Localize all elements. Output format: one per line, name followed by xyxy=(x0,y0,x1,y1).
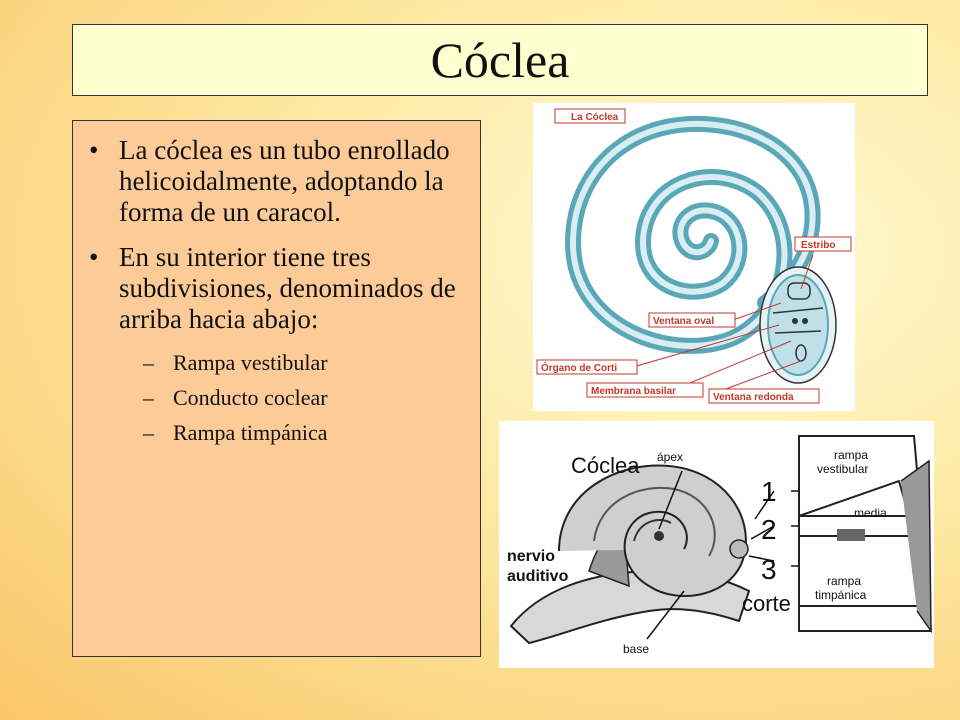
label-organo-corti: Órgano de Corti xyxy=(541,361,617,374)
sub-item: – Rampa vestibular xyxy=(87,349,466,377)
sub-item: – Conducto coclear xyxy=(87,384,466,412)
label-rampa-vestibular-2: vestibular xyxy=(817,462,868,476)
title-box: Cóclea xyxy=(72,24,928,96)
label-number-3: 3 xyxy=(761,554,777,585)
label-ventana-redonda: Ventana redonda xyxy=(713,392,794,403)
label-nervio: nervio xyxy=(507,548,555,565)
dash-icon: – xyxy=(143,385,154,410)
label-rampa-timpanica-2: timpánica xyxy=(815,588,867,602)
cochlea-shell-shape xyxy=(558,464,747,597)
slide-title: Cóclea xyxy=(430,32,570,88)
label-rampa-timpanica-1: rampa xyxy=(827,574,861,588)
label-coclea: Cóclea xyxy=(571,453,640,478)
label-estribo: Estribo xyxy=(801,240,835,251)
cochlea-diagram-image: La Cóclea Estribo Ventana oval Órgano de… xyxy=(533,103,855,411)
label-ventana-oval: Ventana oval xyxy=(653,316,714,327)
label-auditivo: auditivo xyxy=(507,568,569,585)
cochlear-duct-section xyxy=(798,435,933,634)
label-corte: corte xyxy=(742,591,791,616)
cochlea-cross-section xyxy=(759,266,837,384)
bullet-item: • La cóclea es un tubo enrollado helicoi… xyxy=(87,135,466,228)
dash-icon: – xyxy=(143,350,154,375)
dash-icon: – xyxy=(143,420,154,445)
sub-item-text: Rampa timpánica xyxy=(173,420,328,445)
bullet-dot-icon: • xyxy=(89,135,99,165)
sub-item-text: Conducto coclear xyxy=(173,385,328,410)
label-number-2: 2 xyxy=(761,514,777,545)
sub-item-text: Rampa vestibular xyxy=(173,350,328,375)
label-apex: ápex xyxy=(657,450,683,464)
sub-item: – Rampa timpánica xyxy=(87,419,466,447)
bullet-text: La cóclea es un tubo enrollado helicoida… xyxy=(119,135,450,227)
label-media: media xyxy=(854,506,887,520)
bullet-dot-icon: • xyxy=(89,242,99,272)
bullet-text: En su interior tiene tres subdivisiones,… xyxy=(119,242,456,334)
label-la-coclea: La Cóclea xyxy=(571,112,619,123)
label-membrana-basilar: Membrana basilar xyxy=(591,386,676,397)
label-base: base xyxy=(623,642,649,656)
label-rampa-vestibular-1: rampa xyxy=(834,448,868,462)
text-box: • La cóclea es un tubo enrollado helicoi… xyxy=(72,120,481,657)
label-number-1: 1 xyxy=(761,476,777,507)
cochlea-section-image: Cóclea ápex nervio auditivo 1 2 3 corte … xyxy=(499,421,934,668)
bullet-item: • En su interior tiene tres subdivisione… xyxy=(87,242,466,335)
